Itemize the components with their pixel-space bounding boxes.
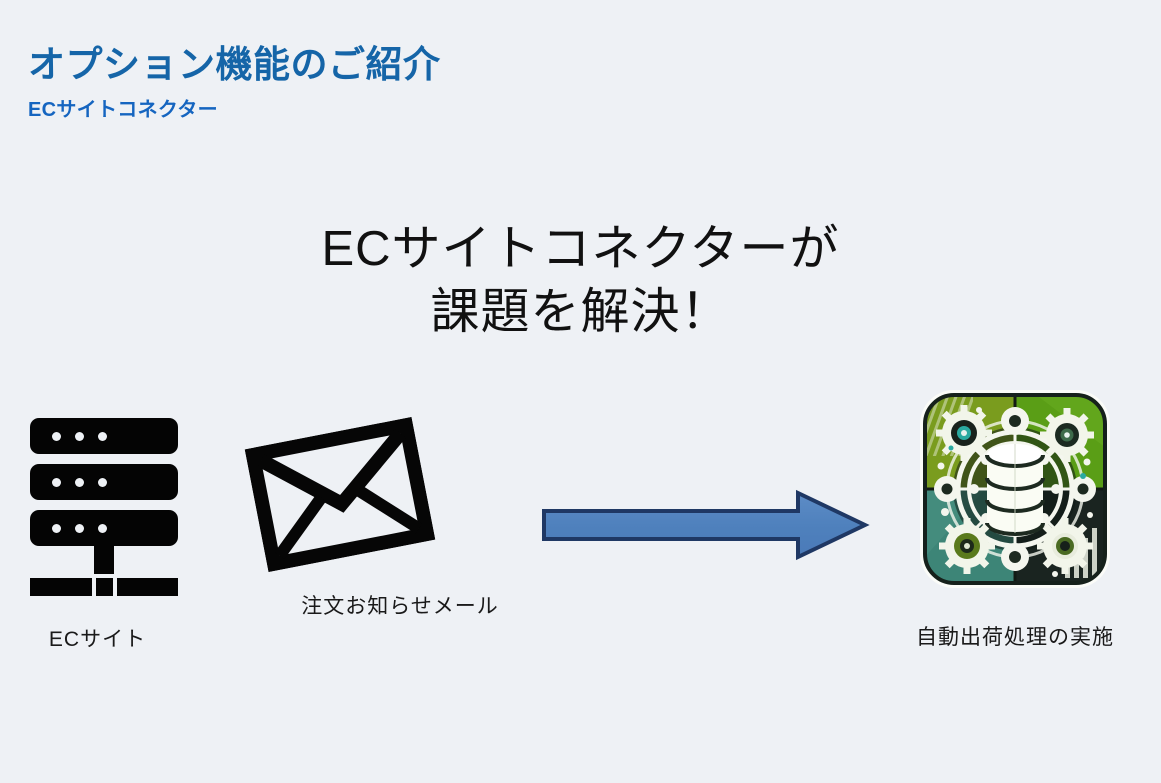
server-unit-3 bbox=[29, 510, 178, 546]
right-block-arrow-icon bbox=[542, 489, 870, 561]
order-mail-node: 注文お知らせメール bbox=[244, 416, 545, 620]
server-led bbox=[97, 431, 107, 441]
auto-shipping-node: 自動出荷処理の実施 bbox=[890, 388, 1140, 651]
headline: ECサイトコネクターが 課題を解決！ bbox=[0, 218, 1161, 343]
server-base-center bbox=[95, 578, 113, 596]
slide-header: オプション機能のご紹介 ECサイトコネクター bbox=[28, 44, 441, 122]
headline-line-2: 課題を解決！ bbox=[430, 284, 731, 339]
server-unit-2 bbox=[29, 464, 178, 500]
server-led bbox=[51, 431, 61, 441]
server-led bbox=[97, 523, 107, 533]
server-led bbox=[74, 477, 84, 487]
page-title: オプション機能のご紹介 bbox=[28, 44, 441, 85]
server-unit-1 bbox=[29, 418, 178, 454]
server-icon bbox=[18, 418, 178, 596]
server-led bbox=[51, 477, 61, 487]
server-base-right bbox=[116, 578, 178, 596]
order-mail-label: 注文お知らせメール bbox=[301, 595, 499, 618]
headline-line-1: ECサイトコネクターが bbox=[321, 222, 840, 276]
server-led bbox=[51, 523, 61, 533]
envelope-icon bbox=[244, 416, 436, 573]
page-subtitle: ECサイトコネクター bbox=[28, 98, 218, 121]
auto-shipping-label: 自動出荷処理の実施 bbox=[916, 626, 1114, 649]
server-led bbox=[97, 477, 107, 487]
server-led bbox=[74, 431, 84, 441]
server-led bbox=[74, 523, 84, 533]
ec-site-node: ECサイト bbox=[10, 418, 185, 653]
flow-arrow bbox=[540, 484, 870, 566]
server-stem bbox=[93, 546, 114, 574]
database-gears-app-icon bbox=[920, 390, 1110, 588]
server-base-left bbox=[29, 578, 92, 596]
ec-site-label: ECサイト bbox=[48, 628, 147, 651]
